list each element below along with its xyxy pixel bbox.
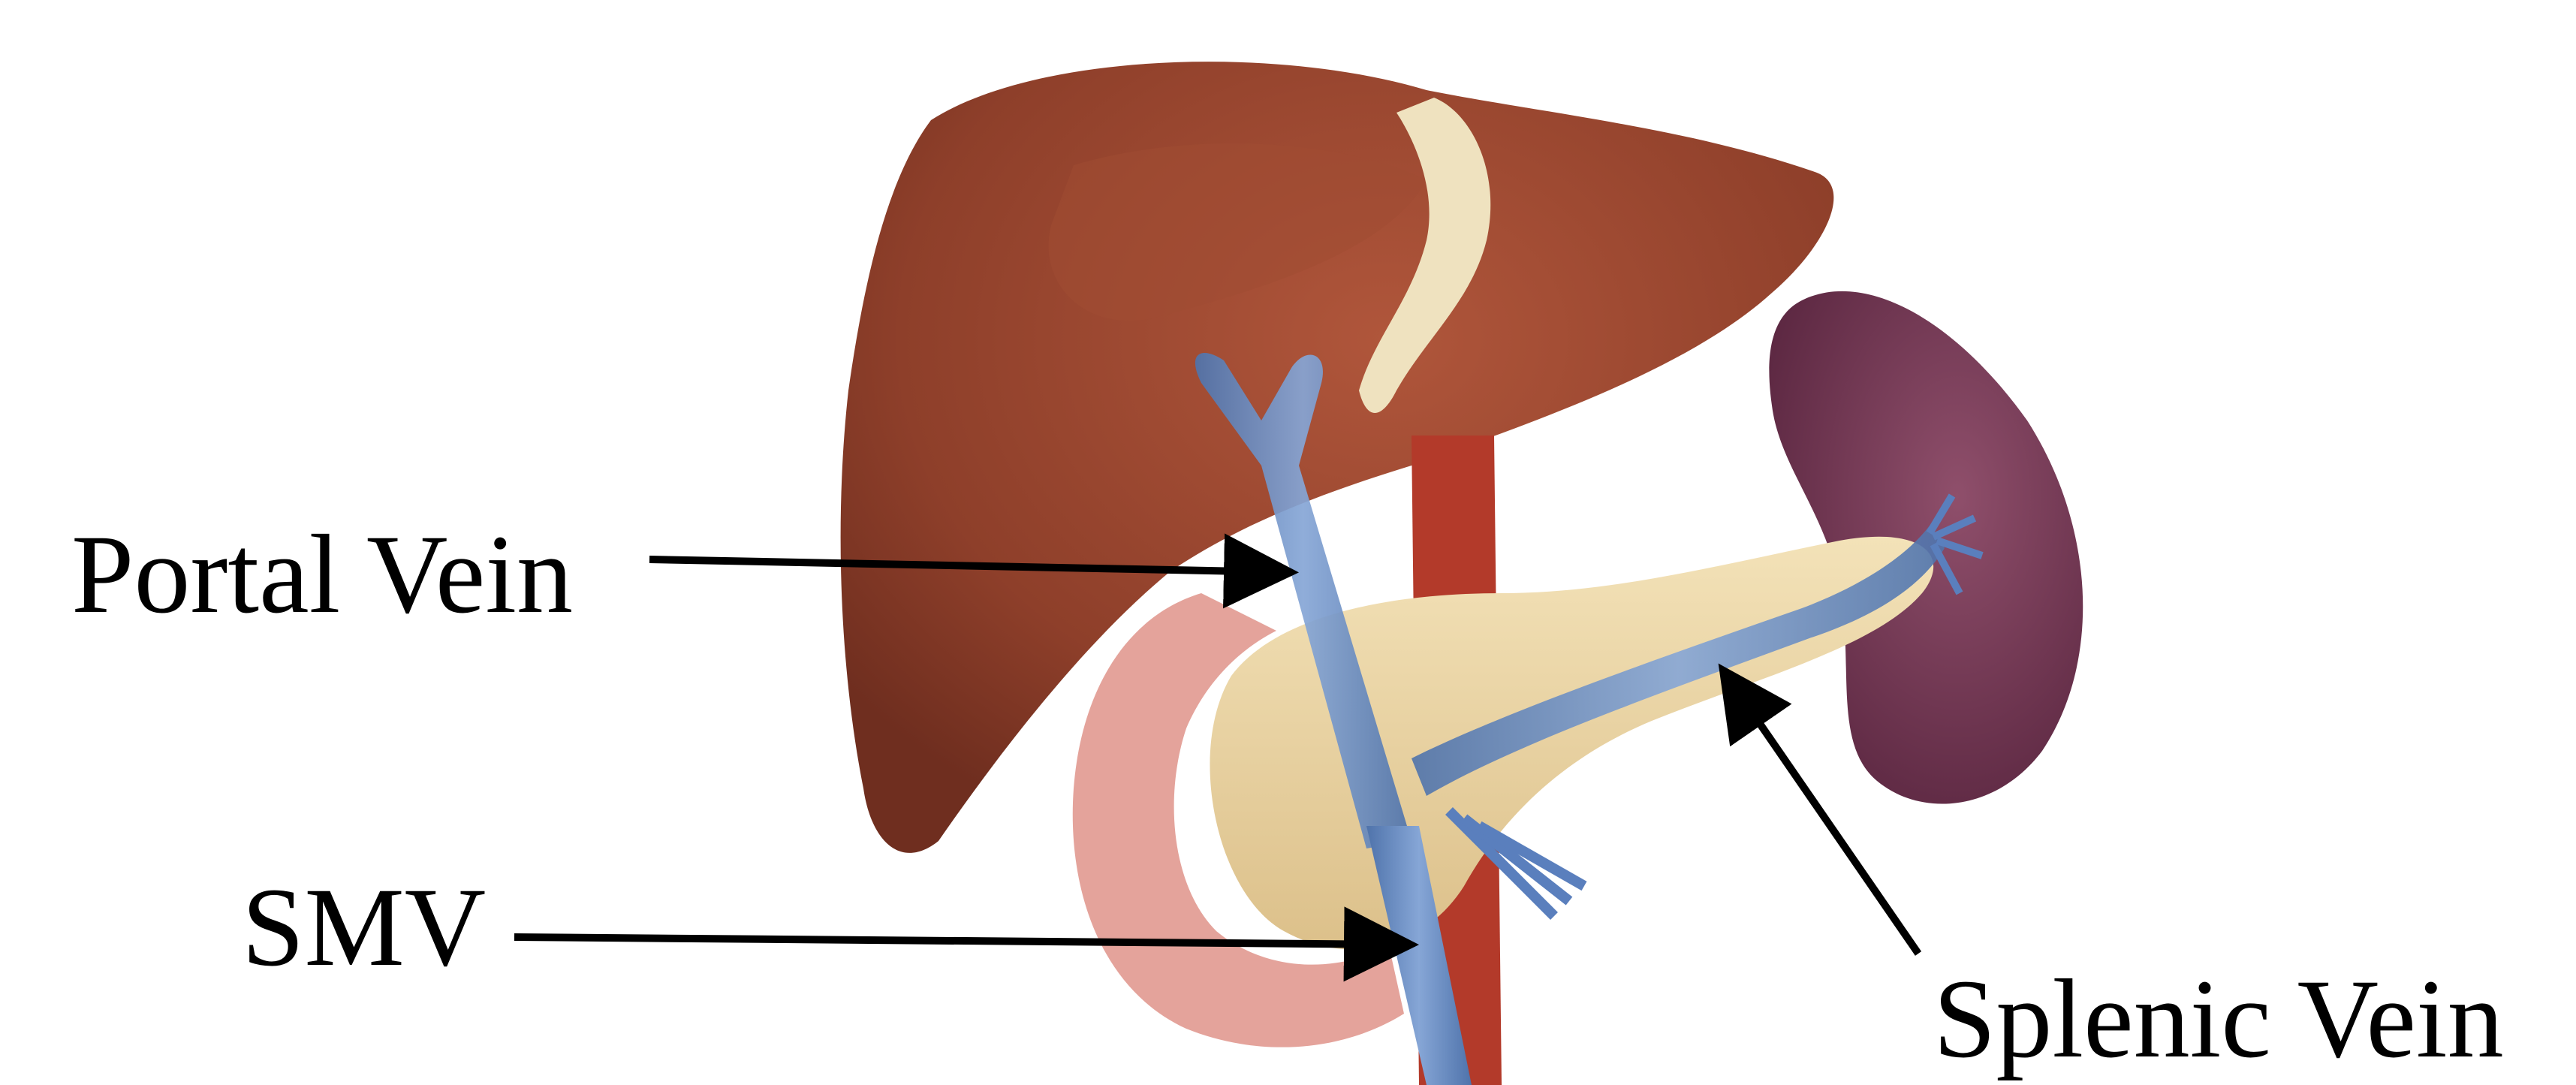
portal-vein-label: Portal Vein xyxy=(71,518,573,631)
smv-arrow xyxy=(514,937,1404,945)
splenic-vein-label: Splenic Vein xyxy=(1933,963,2504,1075)
smv-label: SMV xyxy=(242,871,486,984)
